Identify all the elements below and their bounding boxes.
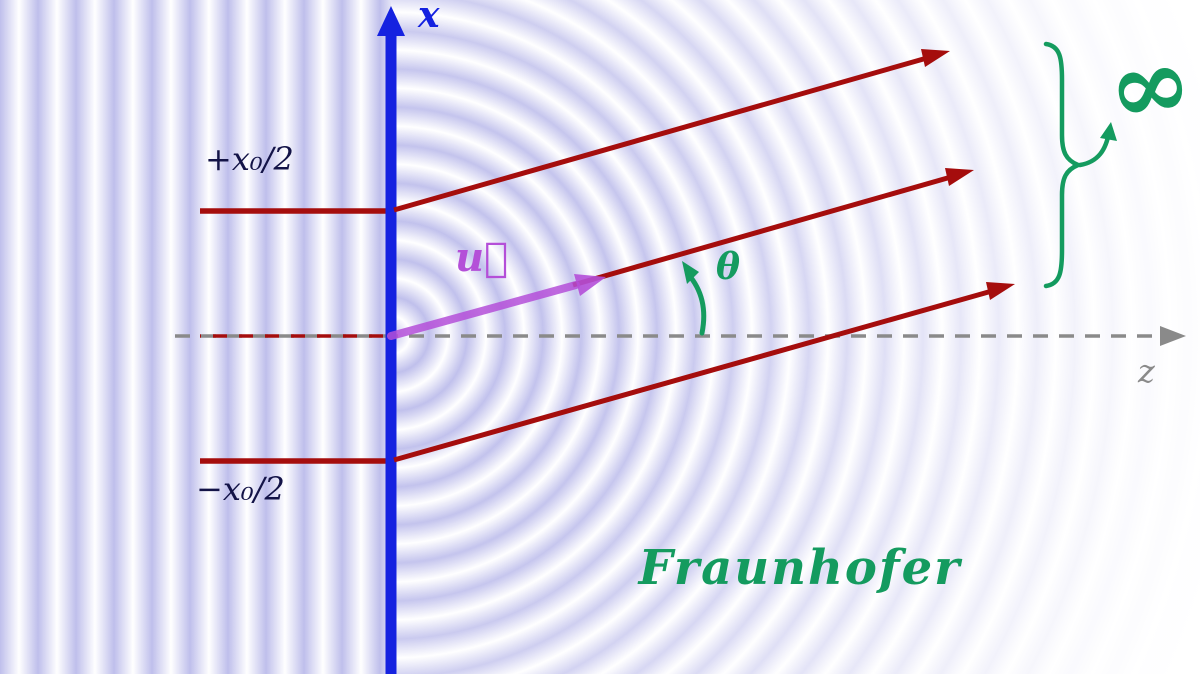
diffracted-ray-top-arrowhead — [921, 49, 950, 67]
regime-title: Fraunhofer — [638, 540, 962, 596]
infinity-symbol: ∞ — [1100, 20, 1200, 150]
aperture-upper-edge-label: +x₀/2 — [205, 140, 294, 178]
diffracted-ray-middle-arrowhead — [945, 168, 974, 186]
far-field-brace — [1043, 41, 1084, 289]
z-axis-label: z — [1138, 352, 1155, 390]
diffracted-ray-top — [393, 55, 928, 213]
wave-vector-arrow — [387, 281, 580, 340]
diffracted-ray-bottom-arrowhead — [986, 282, 1015, 300]
brace-pointer-arrowhead — [1100, 122, 1117, 141]
diffracted-ray-middle — [572, 174, 952, 288]
wave-vector-arrowhead — [574, 274, 606, 296]
diffraction-angle-label: θ — [716, 246, 741, 288]
diffracted-ray-bottom — [393, 288, 993, 463]
wave-vector-label: u⃗ — [455, 234, 509, 281]
x-axis-arrowhead — [377, 6, 405, 36]
theta-angle-arc — [685, 271, 707, 336]
aperture-lower-edge-label: −x₀/2 — [196, 470, 285, 508]
theta-angle-arrowhead — [682, 261, 699, 284]
z-axis-arrowhead — [1160, 326, 1186, 346]
x-axis-label: x — [418, 0, 440, 36]
